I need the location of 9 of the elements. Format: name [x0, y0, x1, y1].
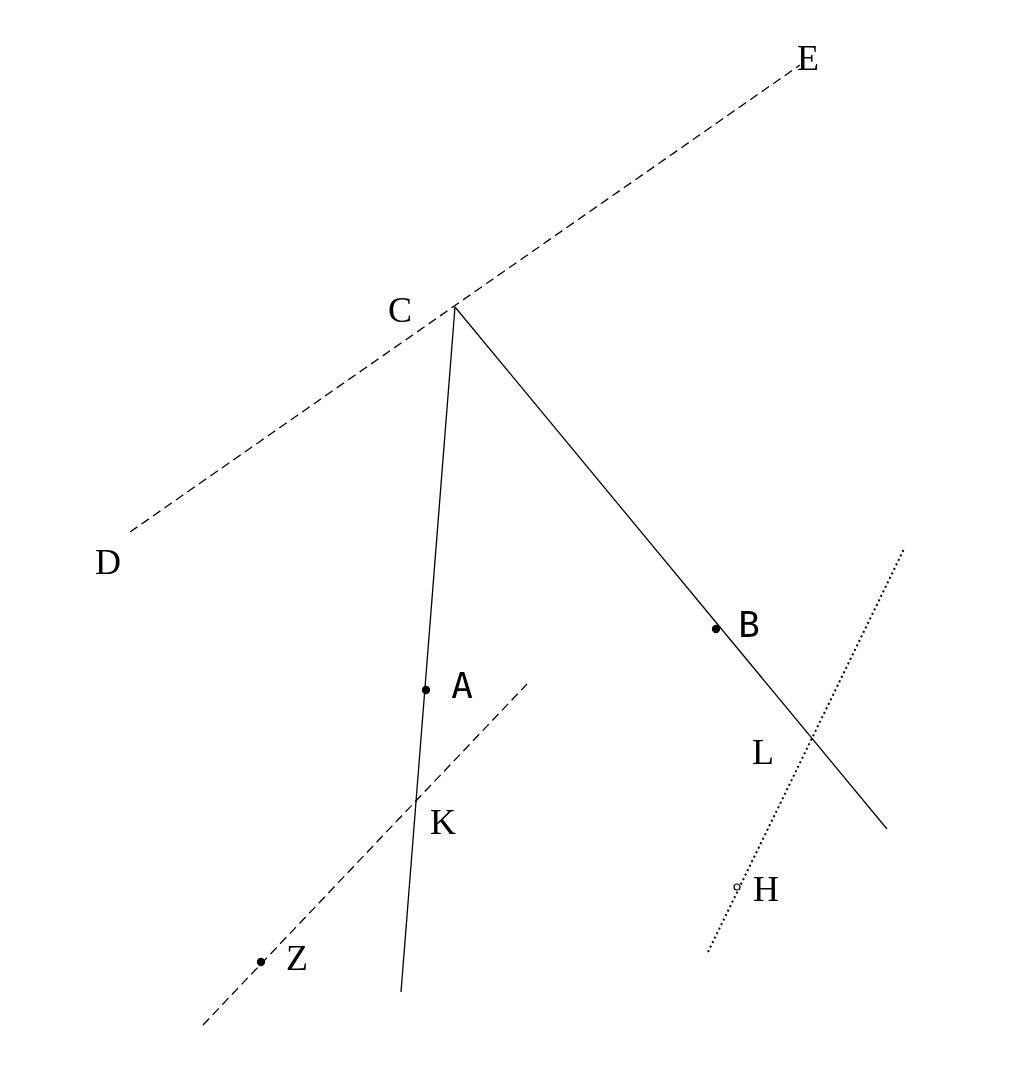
point-label: A [451, 668, 473, 704]
point-label: E [797, 40, 819, 76]
point-label: H [753, 871, 779, 907]
point-label: D [95, 544, 121, 580]
point-label: C [388, 292, 412, 328]
point-label: B [738, 607, 760, 643]
point-label: L [752, 734, 774, 770]
point-label: K [430, 804, 456, 840]
point-label: Z [286, 940, 308, 976]
